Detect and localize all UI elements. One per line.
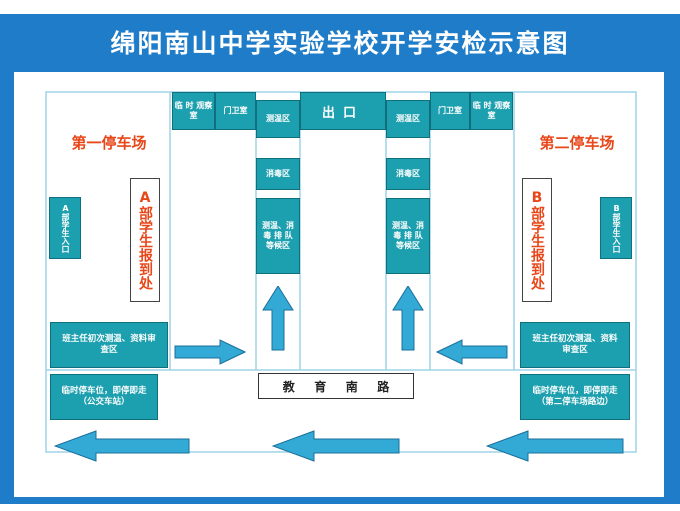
entrance-a-box: A部学生入口 xyxy=(49,197,81,259)
right-disinfect-zone: 消毒区 xyxy=(386,158,430,190)
road-char: 路 xyxy=(377,379,390,394)
entrance-b-label: B部学生入口 xyxy=(612,203,621,253)
report-b-label: B部学生报到处 xyxy=(529,190,545,290)
report-b-box: B部学生报到处 xyxy=(522,178,552,302)
left-temp-check-room: 临 时 观察室 xyxy=(172,92,215,130)
parking-lot-2-label: 第二停车场 xyxy=(539,134,615,152)
arrow-left-icon xyxy=(54,430,190,462)
report-a-label: A部学生报到处 xyxy=(137,190,153,290)
exit-box: 出口 xyxy=(300,92,386,130)
right-temp-check-room: 临 时 观察室 xyxy=(470,92,513,130)
arrow-up-icon xyxy=(262,286,294,351)
entrance-a-label: A部学生入口 xyxy=(61,203,70,253)
temp-parking-right: 临时停车位，即停即走（第二停车场路边） xyxy=(520,374,630,420)
arrow-up-icon xyxy=(392,286,424,351)
parking-lot-1-label: 第一停车场 xyxy=(71,134,147,152)
road-char: 教 xyxy=(282,379,295,394)
map-panel: 第一停车场 第二停车场 A部学生入口 B部学生入口 A部学生报到处 B部学生报到… xyxy=(14,72,664,497)
teacher-check-left: 班主任初次测温、资料审查区 xyxy=(50,322,168,368)
entrance-b-box: B部学生入口 xyxy=(600,197,632,259)
right-temp-zone: 测温区 xyxy=(386,100,430,138)
road-char: 南 xyxy=(345,379,358,394)
teacher-check-right: 班主任初次测温、资料审查区 xyxy=(520,322,630,368)
arrow-right-icon xyxy=(174,339,246,365)
road-label: 教 育 南 路 xyxy=(258,373,414,399)
arrow-left-icon xyxy=(272,430,400,462)
left-queue-zone: 测温、消 毒 排 队 等候区 xyxy=(256,198,300,274)
left-guard-room: 门卫室 xyxy=(215,92,256,130)
arrow-left-icon xyxy=(486,430,624,462)
poster-title: 绵阳南山中学实验学校开学安检示意图 xyxy=(110,29,570,58)
arrow-left-icon xyxy=(436,339,508,365)
road-char: 育 xyxy=(314,379,327,394)
left-temp-zone: 测温区 xyxy=(256,100,300,138)
left-disinfect-zone: 消毒区 xyxy=(256,158,300,190)
right-guard-room: 门卫室 xyxy=(430,92,470,130)
right-queue-zone: 测温、消 毒 排 队 等候区 xyxy=(386,198,430,274)
report-a-box: A部学生报到处 xyxy=(130,178,160,302)
temp-parking-left: 临时停车位，即停即走（公交车站） xyxy=(50,374,158,420)
